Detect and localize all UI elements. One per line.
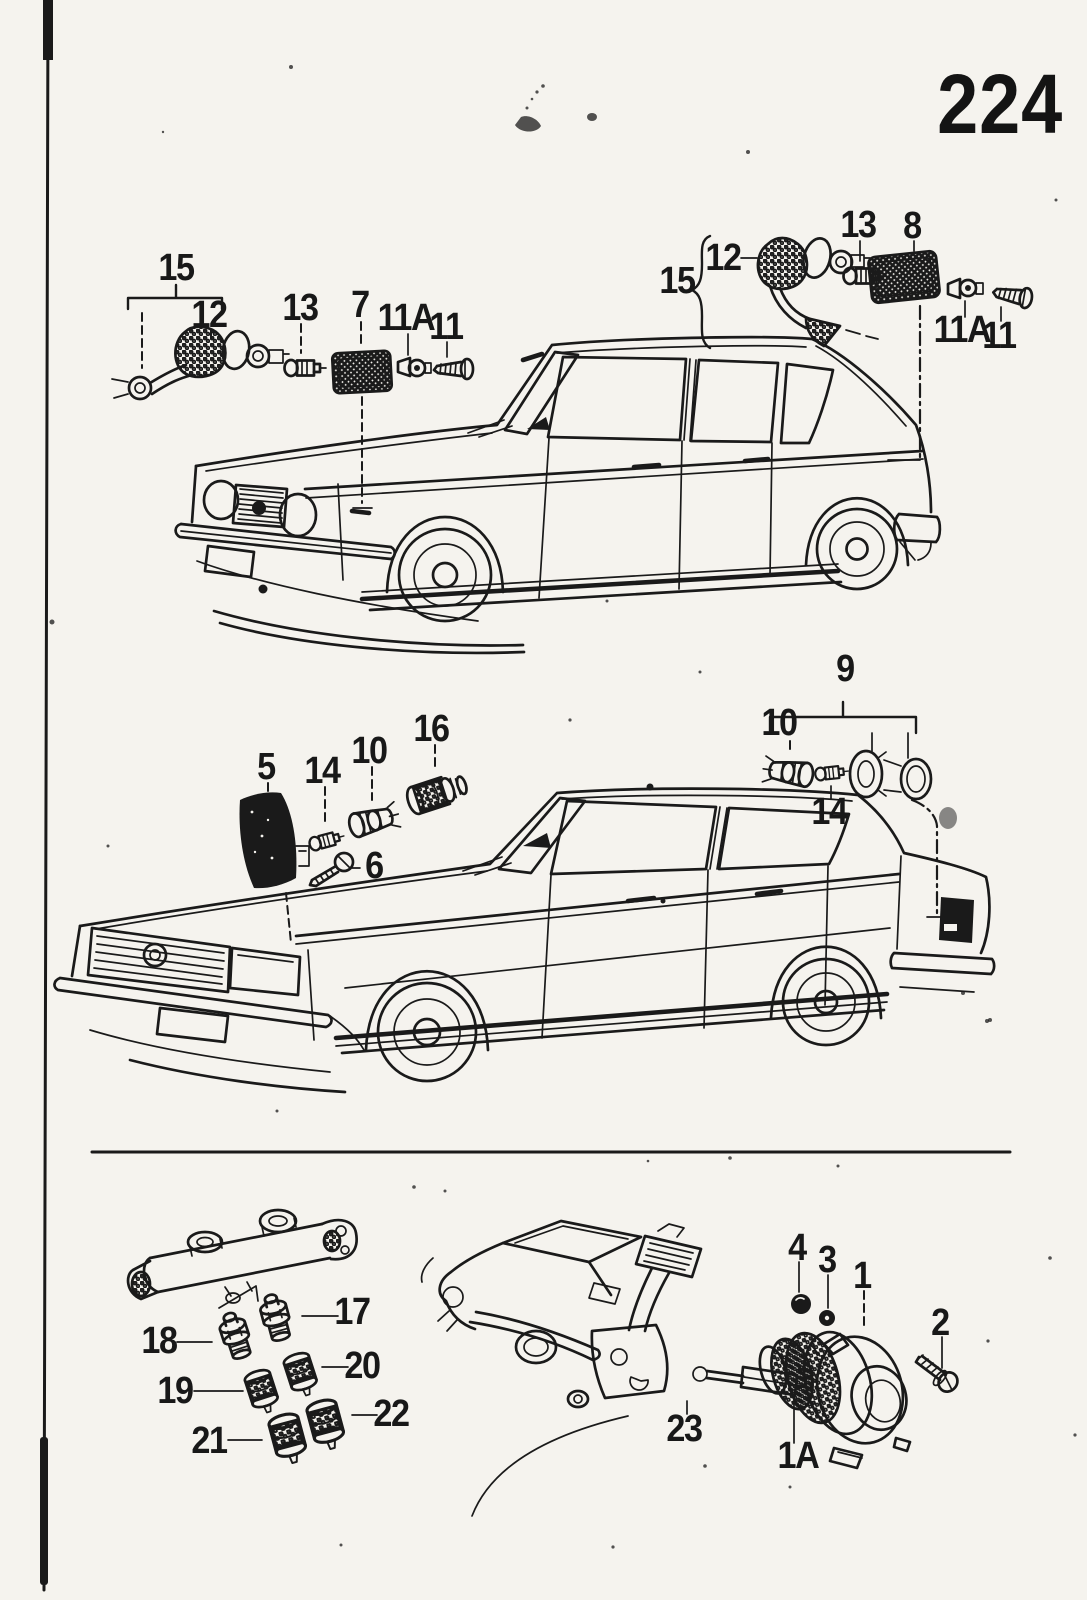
callout-2: 2 — [931, 1302, 950, 1344]
hatchback-car-drawing — [174, 335, 942, 655]
callout-10-mid-left: 10 — [351, 730, 388, 772]
callout-12-top-right: 12 — [705, 237, 742, 279]
bulb-icon — [813, 763, 851, 782]
callout-9-mid-right: 9 — [836, 648, 855, 690]
callout-13-top-right: 13 — [840, 204, 877, 246]
bulb-icon — [283, 358, 328, 378]
callout-5-mid-left: 5 — [257, 746, 276, 788]
callout-6-mid-left: 6 — [365, 845, 384, 887]
callout-10-mid-right: 10 — [761, 702, 798, 744]
lens-7-icon — [330, 349, 394, 395]
group-15-bracket — [126, 283, 224, 311]
lens-8-icon — [867, 249, 941, 305]
pedal-bracket-drawing — [420, 1219, 815, 1415]
callout-15-top-right: 15 — [659, 260, 696, 302]
callout-4: 4 — [788, 1227, 807, 1269]
callout-11a-top-right: 11A — [933, 309, 992, 351]
washer-3-icon — [819, 1310, 835, 1326]
callout-22: 22 — [373, 1393, 410, 1435]
callout-1: 1 — [853, 1255, 872, 1297]
master-cylinder-drawing — [126, 1208, 358, 1309]
turn-signal-parts-left — [239, 744, 468, 944]
switch-18-icon — [214, 1308, 257, 1363]
screw-6-icon — [308, 851, 355, 888]
callout-14-mid-right: 14 — [811, 791, 848, 833]
bulb-holder-11a-icon — [396, 356, 432, 378]
callout-11-top-right: 11 — [982, 315, 1017, 357]
callout-12-top-left: 12 — [191, 294, 228, 336]
callout-8-top-right: 8 — [903, 205, 922, 247]
screw-11-icon — [991, 286, 1034, 310]
nut-4-icon — [791, 1294, 811, 1314]
callout-21: 21 — [191, 1420, 228, 1462]
callout-15-top-left: 15 — [158, 247, 195, 289]
sedan-car-drawing — [53, 783, 996, 1094]
callout-16-mid-left: 16 — [413, 708, 450, 750]
callout-7-top-left: 7 — [351, 284, 370, 326]
callout-11a-top-left: 11A — [377, 297, 436, 339]
callout-19: 19 — [157, 1370, 194, 1412]
switch-22-icon — [303, 1395, 349, 1454]
bolt-2-icon — [914, 1354, 959, 1393]
group-15-brace — [690, 234, 712, 350]
lens-cap-icon — [883, 757, 933, 801]
left-margin-marks — [40, 0, 53, 1592]
switch-17-icon — [255, 1290, 296, 1345]
bulb-holder-icon — [760, 754, 816, 790]
group-9-bracket — [768, 700, 918, 735]
cable-arc-line — [471, 1415, 629, 1517]
switch-21-icon — [265, 1409, 311, 1468]
callout-13-top-left: 13 — [282, 287, 319, 329]
scan-noise — [49, 65, 1077, 1549]
front-marker-lamp-parts-left — [111, 283, 475, 516]
bulb-icon — [306, 828, 347, 853]
bulb-holder-11a-icon — [946, 277, 984, 300]
horn-drawing — [758, 1261, 959, 1470]
switch-20-icon — [280, 1349, 322, 1401]
callout-18: 18 — [141, 1320, 178, 1362]
sender-switches-drawing — [176, 1290, 378, 1468]
callout-14-mid-left: 14 — [304, 750, 341, 792]
callout-17: 17 — [334, 1291, 371, 1333]
wiring-harness-icon — [111, 325, 290, 401]
lens-5-icon — [239, 792, 310, 889]
screw-11-icon — [432, 357, 475, 381]
page-number: 224 — [937, 57, 1063, 151]
lamp-socket-16-icon — [405, 775, 468, 816]
callout-11-top-left: 11 — [429, 306, 464, 348]
switch-19-icon — [241, 1366, 283, 1418]
callout-20: 20 — [344, 1345, 381, 1387]
callout-1a: 1A — [777, 1435, 819, 1477]
bulb-holder-icon — [345, 800, 403, 841]
rear-marker-lamp-parts-right — [690, 234, 1034, 462]
callout-3: 3 — [818, 1239, 837, 1281]
callout-23: 23 — [666, 1408, 703, 1450]
seal-ring-icon — [848, 749, 887, 799]
